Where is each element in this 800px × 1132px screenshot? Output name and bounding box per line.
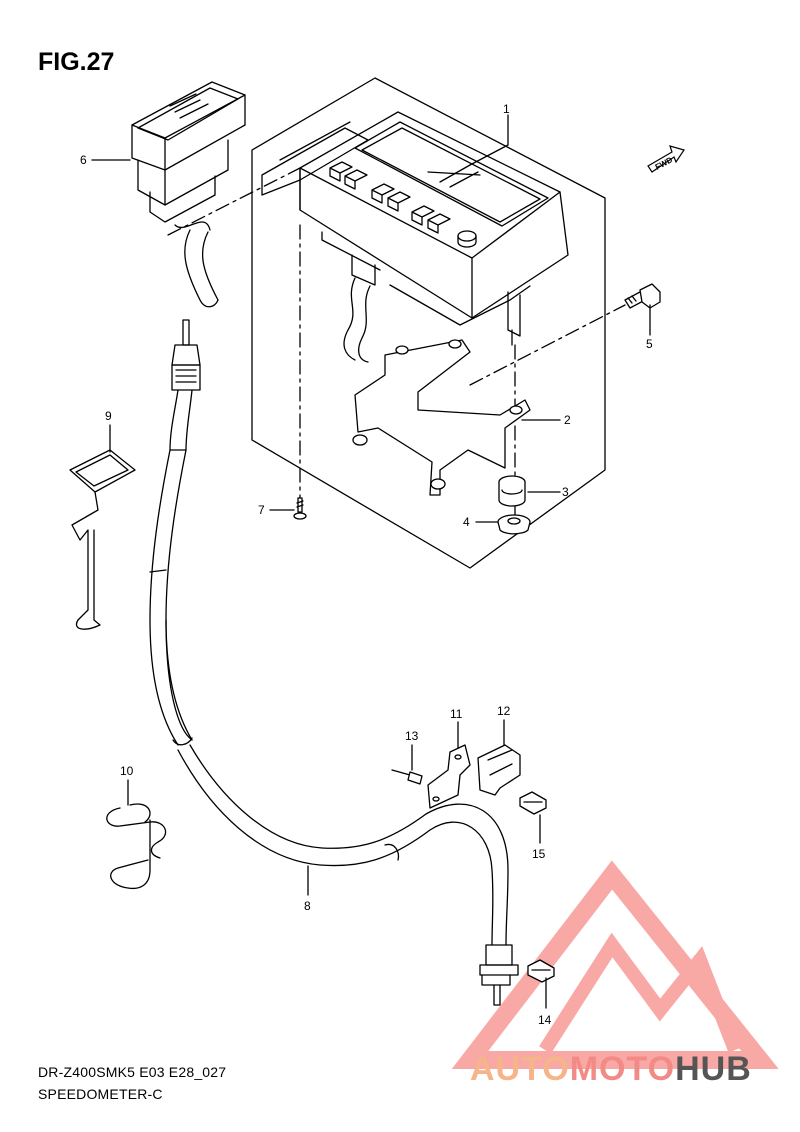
dash-line-6 [167, 167, 301, 236]
wire-clamp-10-part [106, 803, 167, 890]
clamp-12-part [477, 744, 521, 796]
collar-part [497, 514, 531, 535]
callout-10: 10 [120, 764, 134, 778]
grommet-part [498, 475, 526, 507]
watermark-part-hub: HUB [675, 1050, 752, 1088]
screw-5-part [624, 283, 661, 309]
leader-1 [469, 114, 509, 166]
callout-6: 6 [80, 153, 87, 167]
speedometer-cable-part [149, 319, 519, 1006]
plate-11-part [427, 744, 471, 809]
callout-11: 11 [450, 707, 463, 721]
callout-5: 5 [646, 337, 653, 351]
callout-8: 8 [304, 899, 311, 913]
figure-title: FIG.27 [38, 48, 115, 76]
callout-13: 13 [405, 729, 419, 743]
screw-15-part [519, 791, 547, 815]
callout-2: 2 [564, 413, 571, 427]
watermark-wordmark: AUTOMOTOHUB [470, 1050, 752, 1089]
callout-7: 7 [258, 503, 265, 517]
assembly-frame [251, 77, 606, 569]
callout-labels: 1 2 3 4 5 6 7 8 9 10 11 12 13 14 15 [80, 102, 653, 1027]
callout-9: 9 [105, 409, 112, 423]
callout-14: 14 [538, 1013, 552, 1027]
wire-clamp-9-part [69, 449, 136, 630]
connector-housing-part [131, 81, 246, 308]
dash-line-screw [469, 304, 626, 386]
callout-12: 12 [497, 704, 511, 718]
triangle-m-logo-icon [451, 860, 779, 1069]
screw-14-part [527, 959, 555, 983]
watermark-part-auto: AUTO [470, 1050, 570, 1088]
bracket-part [352, 339, 531, 496]
pin-13-part [391, 769, 423, 785]
callout-1: 1 [503, 102, 510, 116]
footer-model-code: DR-Z400SMK5 E03 E28_027 [38, 1064, 227, 1080]
callout-15: 15 [532, 847, 546, 861]
fwd-arrow-icon: FWD [647, 145, 685, 173]
callout-4: 4 [463, 515, 470, 529]
screw-7-part [293, 497, 307, 520]
footer-section-name: SPEEDOMETER-C [38, 1086, 163, 1102]
callout-3: 3 [562, 485, 569, 499]
watermark-part-moto: MOTO [569, 1050, 676, 1088]
speedometer-unit-part [261, 111, 569, 363]
